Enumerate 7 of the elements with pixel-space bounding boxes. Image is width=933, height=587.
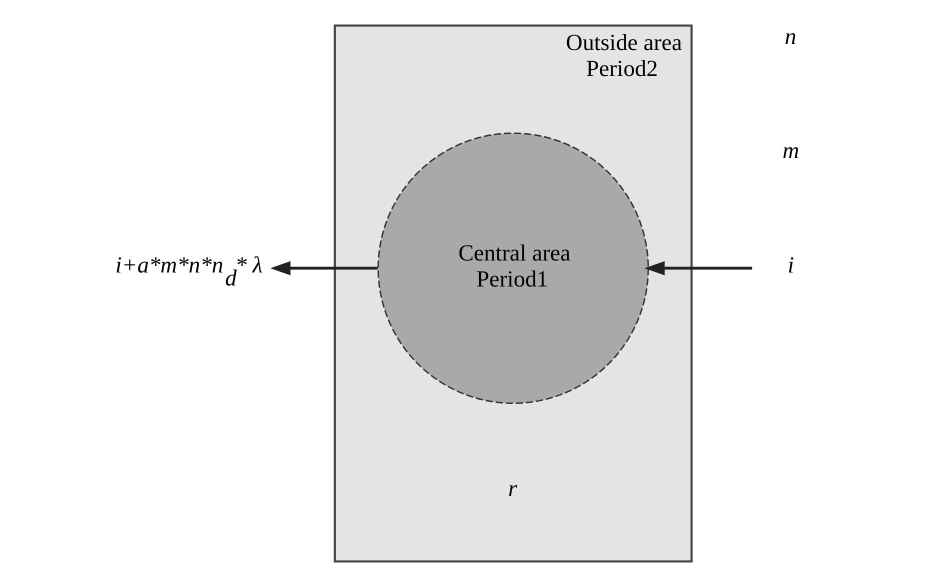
arrow — [270, 261, 378, 276]
node-circle: Central area Period1 — [376, 132, 648, 404]
label: r — [508, 475, 517, 502]
node-text: i — [787, 251, 794, 278]
label: m — [782, 137, 799, 164]
label: n — [784, 23, 796, 50]
arrow — [644, 261, 752, 276]
